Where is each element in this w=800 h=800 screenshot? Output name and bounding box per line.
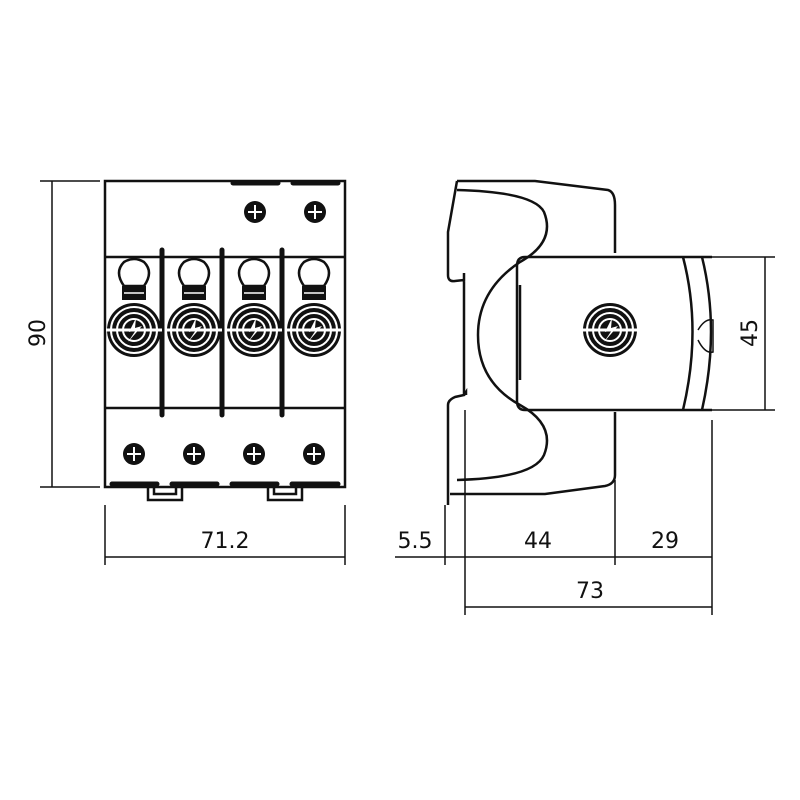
lightning-symbol-icon	[285, 302, 343, 358]
bottom-screws	[122, 442, 326, 466]
dim-rail-offset: 5.5	[398, 529, 433, 554]
dim-front-depth: 29	[651, 529, 679, 554]
din-clips	[146, 487, 304, 502]
dim-total-depth: 73	[576, 579, 604, 604]
pole-dividers	[159, 247, 285, 418]
front-view	[103, 179, 347, 502]
screw-icon	[122, 442, 146, 466]
top-screws	[243, 200, 327, 224]
dim-width: 71.2	[201, 529, 250, 554]
lightning-symbol-icon	[225, 302, 283, 358]
side-view	[446, 179, 714, 505]
dim-body-depth: 44	[524, 529, 552, 554]
screw-icon	[303, 200, 327, 224]
pole-module	[165, 257, 223, 358]
lightning-symbol-icon	[581, 302, 639, 358]
lightning-symbol-icon	[165, 302, 223, 358]
dimensions: 90 71.2 45 5.5 44 29 73	[26, 180, 775, 615]
screw-icon	[243, 200, 267, 224]
dim-window-height: 45	[738, 319, 763, 347]
screw-icon	[242, 442, 266, 466]
screw-icon	[182, 442, 206, 466]
pole-modules	[105, 257, 343, 358]
dim-height: 90	[26, 319, 51, 347]
pole-module	[105, 257, 163, 358]
pole-module	[225, 257, 283, 358]
pole-module	[285, 257, 343, 358]
lightning-symbol-icon	[105, 302, 163, 358]
screw-icon	[302, 442, 326, 466]
